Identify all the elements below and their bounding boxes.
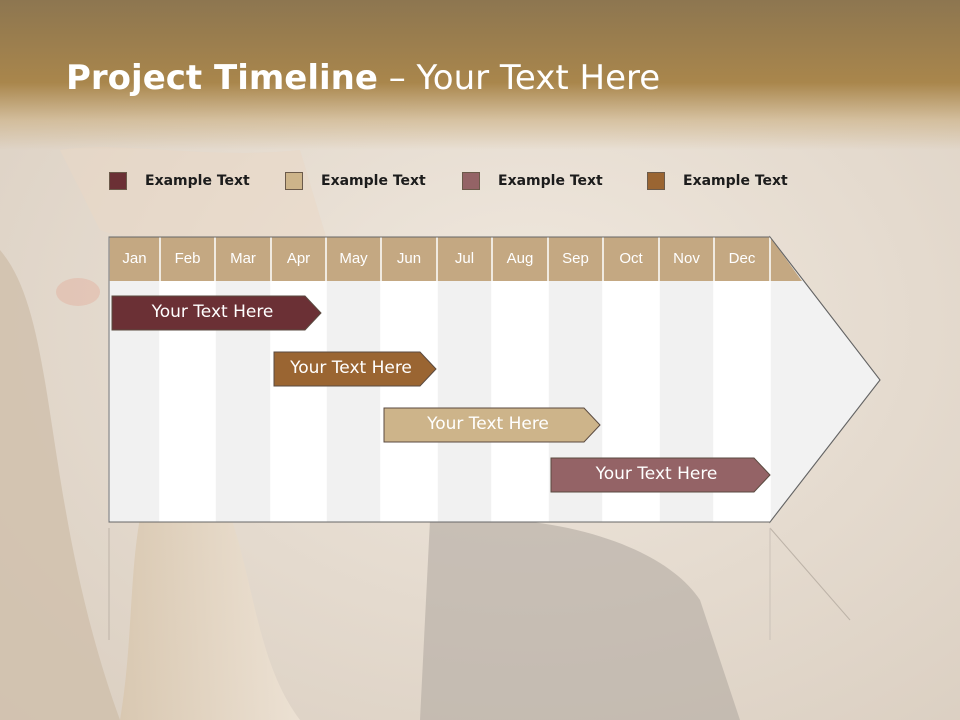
legend-swatch-3 [462,172,480,190]
month-label-apr: Apr [286,250,311,267]
task-label-4: Your Text Here [595,464,718,484]
task-label-3: Your Text Here [427,414,549,434]
timeline-outline [108,236,881,523]
month-label-aug: Aug [506,250,534,267]
month-label-nov: Nov [673,250,700,267]
legend-swatch-4 [647,172,665,190]
month-label-jun: Jun [396,250,422,267]
month-column-jul [437,281,492,522]
month-column-jun [381,281,437,522]
month-header-cell-apr [271,237,326,281]
month-header-cell-nov [659,237,714,281]
legend-label-2: Example Text [321,173,426,189]
header-band [0,0,960,150]
month-header-cell-may [326,237,381,281]
month-header-cell-jan [109,237,160,281]
month-header-cell-feb [160,237,215,281]
task-bar-2 [273,351,437,387]
month-label-jul: Jul [454,250,475,267]
month-header-cell-oct [603,237,659,281]
task-bar-1 [111,295,322,331]
month-label-may: May [339,250,368,267]
task-bar-3 [383,407,601,443]
legend-label-3: Example Text [498,173,603,189]
legend-label-1: Example Text [145,173,250,189]
legend-item-1: Example Text [109,170,250,192]
title-rest: – Your Text Here [377,58,661,98]
month-label-dec: Dec [728,250,756,267]
legend-item-2: Example Text [285,170,426,192]
legend-item-4: Example Text [647,170,788,192]
month-header-cell-sep [548,237,603,281]
month-header-cell-jun [381,237,437,281]
month-header-cell-dec [714,237,770,281]
task-bar-4 [550,457,771,493]
month-label-oct: Oct [619,250,643,267]
month-header-cell-jul [437,237,492,281]
legend-swatch-2 [285,172,303,190]
month-header-cell-mar [215,237,271,281]
month-label-feb: Feb [174,250,201,267]
legend-item-3: Example Text [462,170,603,192]
legend-label-4: Example Text [683,173,788,189]
task-label-1: Your Text Here [151,302,274,322]
month-label-mar: Mar [230,250,256,267]
month-column-may [326,281,381,522]
legend-swatch-1 [109,172,127,190]
reflection-right [769,527,851,621]
month-column-aug [492,281,548,522]
page-title: Project Timeline – Your Text Here [66,58,660,98]
month-header-cell-aug [492,237,548,281]
title-bold: Project Timeline [66,58,378,98]
month-label-sep: Sep [562,250,589,267]
month-label-jan: Jan [122,250,147,267]
task-label-2: Your Text Here [290,358,412,378]
